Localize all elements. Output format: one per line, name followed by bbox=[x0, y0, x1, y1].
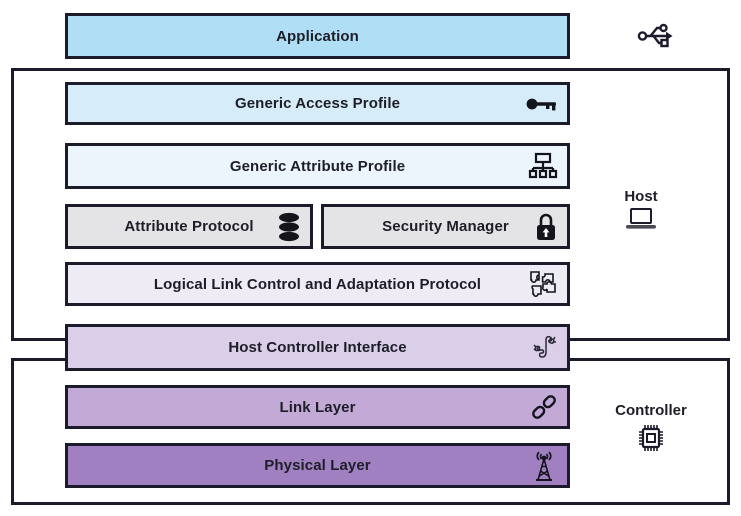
layer-attribute-protocol-label: Attribute Protocol bbox=[124, 218, 254, 235]
puzzle-icon bbox=[528, 269, 558, 299]
usb-icon bbox=[636, 15, 674, 55]
layer-link-layer-label: Link Layer bbox=[279, 398, 356, 416]
layer-attribute-protocol: Attribute Protocol bbox=[65, 204, 313, 249]
layer-security-manager: Security Manager bbox=[321, 204, 570, 249]
database-icon bbox=[277, 212, 301, 242]
layer-generic-access-profile: Generic Access Profile bbox=[65, 82, 570, 125]
layer-host-controller-interface: Host Controller Interface bbox=[65, 324, 570, 371]
layer-physical-layer: Physical Layer bbox=[65, 443, 570, 488]
antenna-icon bbox=[530, 450, 558, 482]
lock-icon bbox=[534, 212, 558, 242]
layer-security-manager-label: Security Manager bbox=[382, 218, 509, 235]
layer-physical-layer-label: Physical Layer bbox=[264, 457, 371, 474]
laptop-icon bbox=[623, 207, 659, 231]
host-group-tag: Host bbox=[602, 188, 680, 231]
layer-generic-access-profile-label: Generic Access Profile bbox=[234, 95, 401, 112]
layer-application-label: Application bbox=[276, 27, 359, 45]
layer-link-layer: Link Layer bbox=[65, 385, 570, 429]
chain-icon bbox=[530, 393, 558, 421]
controller-group-tag: Controller bbox=[604, 402, 698, 455]
layer-l2cap-label: Logical Link Control and Adaptation Prot… bbox=[153, 275, 482, 293]
chip-icon bbox=[634, 421, 668, 455]
layer-application: Application bbox=[65, 13, 570, 59]
key-icon bbox=[526, 96, 558, 112]
cable-icon bbox=[532, 331, 558, 365]
controller-group-label: Controller bbox=[615, 402, 687, 419]
layer-host-controller-interface-label: Host Controller Interface bbox=[228, 339, 407, 356]
host-group-label: Host bbox=[624, 188, 658, 205]
layer-generic-attribute-profile-label: Generic Attribute Profile bbox=[229, 157, 406, 175]
sitemap-icon bbox=[528, 152, 558, 180]
layer-l2cap: Logical Link Control and Adaptation Prot… bbox=[65, 262, 570, 306]
layer-generic-attribute-profile: Generic Attribute Profile bbox=[65, 143, 570, 189]
